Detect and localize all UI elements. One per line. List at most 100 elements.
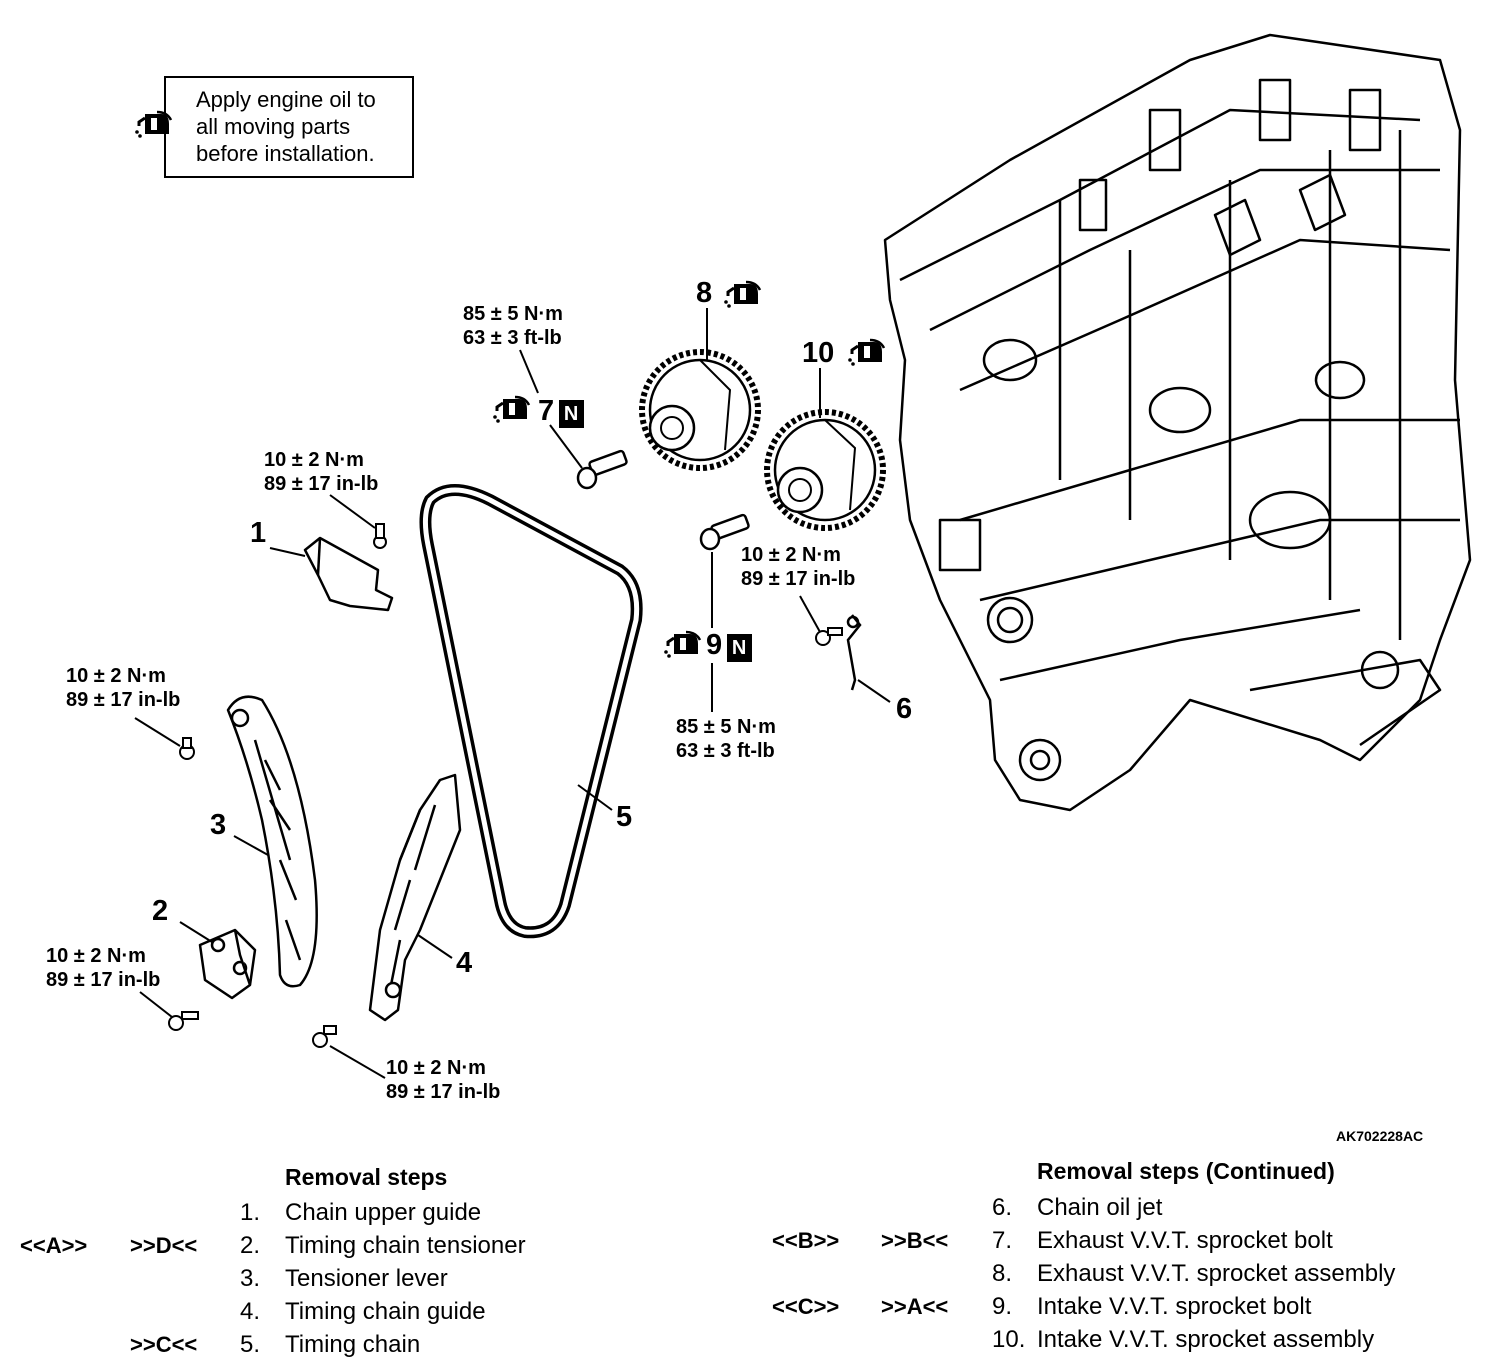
step-label: Intake V.V.T. sprocket assembly (1037, 1326, 1375, 1353)
chain-oil-jet (846, 614, 862, 691)
callout-2: 2 (152, 895, 169, 927)
step-ref-a: <<A>> (20, 1233, 88, 1258)
torque-imperial: 89 ± 17 in-lb (46, 969, 161, 991)
step-label: Timing chain tensioner (285, 1232, 526, 1259)
list-item: >>C<< 5. Timing chain (0, 1328, 700, 1361)
torque-imperial: 89 ± 17 in-lb (264, 473, 379, 495)
step-label: Exhaust V.V.T. sprocket assembly (1037, 1260, 1396, 1287)
step-label: Tensioner lever (285, 1265, 448, 1292)
torque-metric: 10 ± 2 N·m (386, 1057, 486, 1079)
step-label: Chain oil jet (1037, 1194, 1163, 1221)
step-ref-b: >>A<< (881, 1294, 949, 1319)
callout-9: 9 (706, 629, 723, 661)
callout-6: 6 (896, 693, 913, 725)
torque-spec-2: 10 ± 2 N·m 89 ± 17 in-lb (46, 944, 160, 992)
list-item: 4. Timing chain guide (0, 1295, 700, 1328)
new-part-mark: N (726, 634, 752, 662)
step-number: 4. (240, 1298, 261, 1325)
figure-code: AK702228AC (1336, 1128, 1424, 1144)
intake-sprocket-bolt (699, 513, 750, 551)
step-ref-a: <<B>> (772, 1228, 840, 1253)
step-number: 7. (992, 1227, 1013, 1254)
callout-8: 8 (696, 277, 713, 309)
torque-imperial: 89 ± 17 in-lb (66, 689, 181, 711)
callout-7-group: 7 N (538, 396, 584, 428)
oil-can-icon (722, 280, 762, 310)
list-item: <<A>> >>D<< 2. Timing chain tensioner (0, 1229, 700, 1262)
intake-vvt-sprocket-assembly (764, 409, 886, 531)
leader-lines (134, 308, 891, 1079)
step-ref-b: >>B<< (881, 1228, 949, 1253)
timing-chain-tensioner (198, 928, 257, 1000)
step-number: 1. (240, 1199, 261, 1226)
note-text: Apply engine oil to all moving parts bef… (196, 86, 376, 167)
callout-4: 4 (456, 947, 473, 979)
new-part-mark: N (558, 400, 584, 428)
torque-metric: 10 ± 2 N·m (66, 665, 166, 687)
callout-10: 10 (802, 337, 835, 369)
callout-9-group: 9 N (706, 630, 752, 662)
exhaust-sprocket-bolt (576, 449, 628, 490)
exhaust-vvt-sprocket-assembly (639, 349, 761, 471)
list-item: 1. Chain upper guide (0, 1196, 700, 1229)
step-label: Intake V.V.T. sprocket bolt (1037, 1293, 1312, 1320)
step-number: 8. (992, 1260, 1013, 1287)
step-number: 3. (240, 1265, 261, 1292)
list-item: <<C>> >>A<< 9. Intake V.V.T. sprocket bo… (750, 1290, 1504, 1323)
torque-metric: 10 ± 2 N·m (264, 449, 364, 471)
torque-metric: 10 ± 2 N·m (741, 544, 841, 566)
torque-spec-9: 85 ± 5 N·m 63 ± 3 ft-lb (676, 715, 776, 763)
note-box (164, 76, 414, 178)
step-number: 2. (240, 1232, 261, 1259)
note-line: before installation. (196, 141, 375, 166)
torque-spec-4: 10 ± 2 N·m 89 ± 17 in-lb (386, 1056, 500, 1104)
list-item: 8. Exhaust V.V.T. sprocket assembly (750, 1257, 1504, 1290)
tensioner-lever (226, 695, 318, 988)
callout-3: 3 (210, 809, 227, 841)
step-label: Timing chain (285, 1331, 421, 1358)
bolts (168, 523, 843, 1048)
removal-steps-continued-title: Removal steps (Continued) (1037, 1158, 1335, 1184)
removal-steps-continued-list: 6. Chain oil jet <<B>> >>B<< 7. Exhaust … (750, 1191, 1504, 1356)
timing-chain (419, 484, 643, 939)
torque-spec-1: 10 ± 2 N·m 89 ± 17 in-lb (264, 448, 378, 496)
torque-imperial: 89 ± 17 in-lb (741, 568, 856, 590)
callout-5: 5 (616, 801, 633, 833)
step-number: 9. (992, 1293, 1013, 1320)
note-line: Apply engine oil to (196, 87, 376, 112)
step-number: 10. (992, 1326, 1026, 1353)
torque-spec-7: 85 ± 5 N·m 63 ± 3 ft-lb (463, 302, 563, 350)
torque-metric: 10 ± 2 N·m (46, 945, 146, 967)
oil-can-icon (662, 630, 702, 660)
torque-metric: 85 ± 5 N·m (676, 716, 776, 738)
list-item: <<B>> >>B<< 7. Exhaust V.V.T. sprocket b… (750, 1224, 1504, 1257)
step-ref-b: >>C<< (130, 1332, 198, 1357)
chain-upper-guide (303, 536, 394, 612)
list-item: 3. Tensioner lever (0, 1262, 700, 1295)
step-number: 5. (240, 1331, 261, 1358)
removal-steps-title: Removal steps (285, 1164, 448, 1190)
timing-chain-guide (368, 773, 462, 1022)
step-ref-b: >>D<< (130, 1233, 198, 1258)
engine-block (883, 33, 1472, 812)
torque-spec-3: 10 ± 2 N·m 89 ± 17 in-lb (66, 664, 180, 712)
step-label: Timing chain guide (285, 1298, 486, 1325)
oil-can-icon (491, 395, 531, 425)
list-item: 6. Chain oil jet (750, 1191, 1504, 1224)
step-label: Exhaust V.V.T. sprocket bolt (1037, 1227, 1333, 1254)
step-number: 6. (992, 1194, 1013, 1221)
callout-1: 1 (250, 517, 267, 549)
list-item: 10. Intake V.V.T. sprocket assembly (750, 1323, 1504, 1356)
step-label: Chain upper guide (285, 1199, 482, 1226)
torque-metric: 85 ± 5 N·m (463, 303, 563, 325)
note-line: all moving parts (196, 114, 351, 139)
removal-steps-list: 1. Chain upper guide <<A>> >>D<< 2. Timi… (0, 1196, 700, 1361)
torque-imperial: 89 ± 17 in-lb (386, 1081, 501, 1103)
step-ref-a: <<C>> (772, 1294, 840, 1319)
oil-can-icon (846, 338, 886, 368)
torque-imperial: 63 ± 3 ft-lb (463, 327, 562, 349)
callout-7: 7 (538, 395, 555, 427)
torque-imperial: 63 ± 3 ft-lb (676, 740, 775, 762)
torque-spec-6: 10 ± 2 N·m 89 ± 17 in-lb (741, 543, 855, 591)
